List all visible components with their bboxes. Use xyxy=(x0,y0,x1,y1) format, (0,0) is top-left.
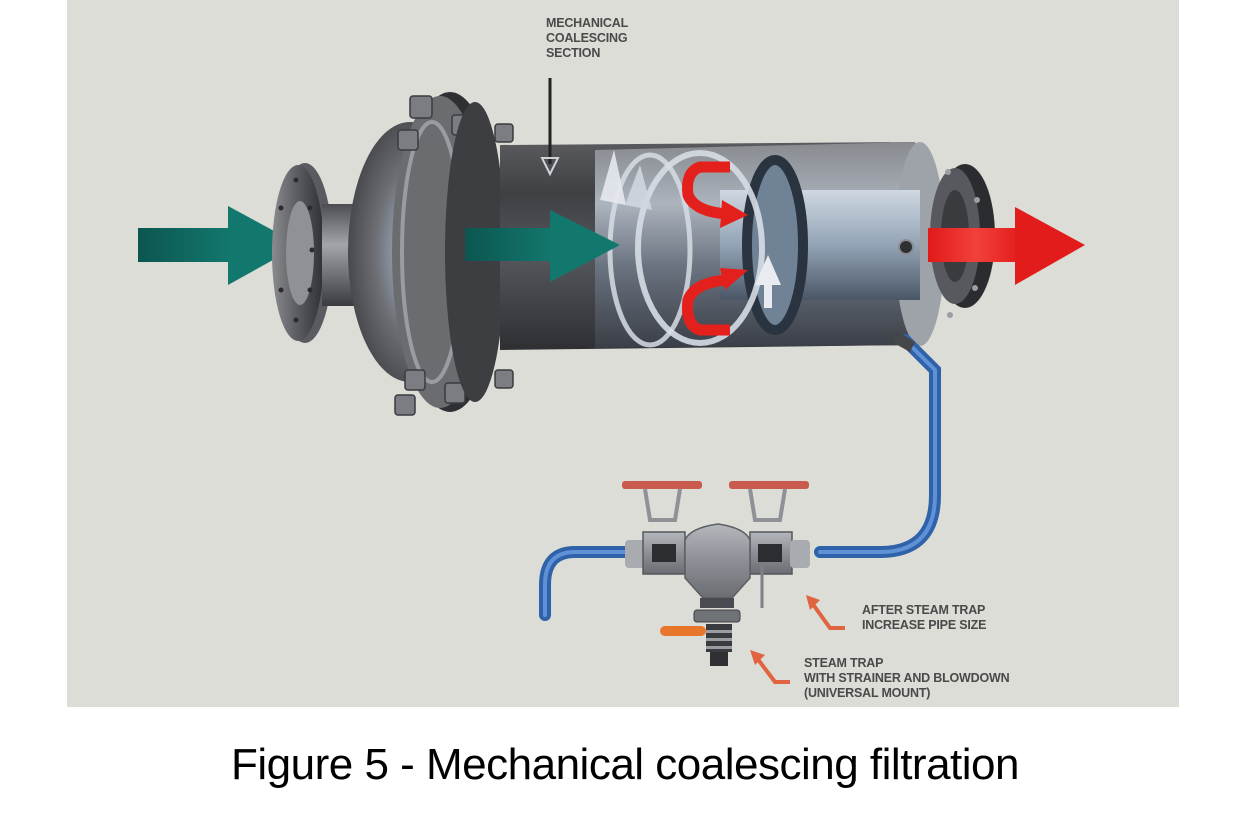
coalescing-section-pointer-icon xyxy=(540,78,560,177)
isolation-valves xyxy=(622,481,810,608)
bolted-flange xyxy=(392,92,514,416)
swirl-flow-arrows-icon xyxy=(682,161,730,336)
pointer-arrow-steam-trap-icon xyxy=(750,650,790,684)
label-steam-trap: STEAM TRAP WITH STRAINER AND BLOWDOWN (U… xyxy=(804,656,1010,700)
pointer-arrow-after-trap-icon xyxy=(806,595,845,630)
internal-flow-arrow-icon xyxy=(465,210,620,282)
steam-trap xyxy=(660,523,751,666)
valve-handle-right xyxy=(729,481,809,489)
blowdown-handle xyxy=(660,626,706,636)
coalescing-filter-diagram xyxy=(138,78,1085,684)
housing-port xyxy=(898,239,914,255)
label-mechanical-coalescing-section: MECHANICAL COALESCING SECTION xyxy=(546,16,629,60)
label-after-steam-trap: AFTER STEAM TRAP INCREASE PIPE SIZE xyxy=(862,603,987,632)
drain-pipe xyxy=(539,334,941,621)
outlet-flow-arrow-icon xyxy=(928,207,1085,285)
inlet-flow-arrow-icon xyxy=(138,206,300,285)
figure-caption: Figure 5 - Mechanical coalescing filtrat… xyxy=(231,740,1020,789)
inlet-flange xyxy=(272,163,333,343)
figure-panel xyxy=(67,0,1179,707)
valve-handle-left xyxy=(622,481,702,489)
swirl-vanes xyxy=(600,150,920,348)
